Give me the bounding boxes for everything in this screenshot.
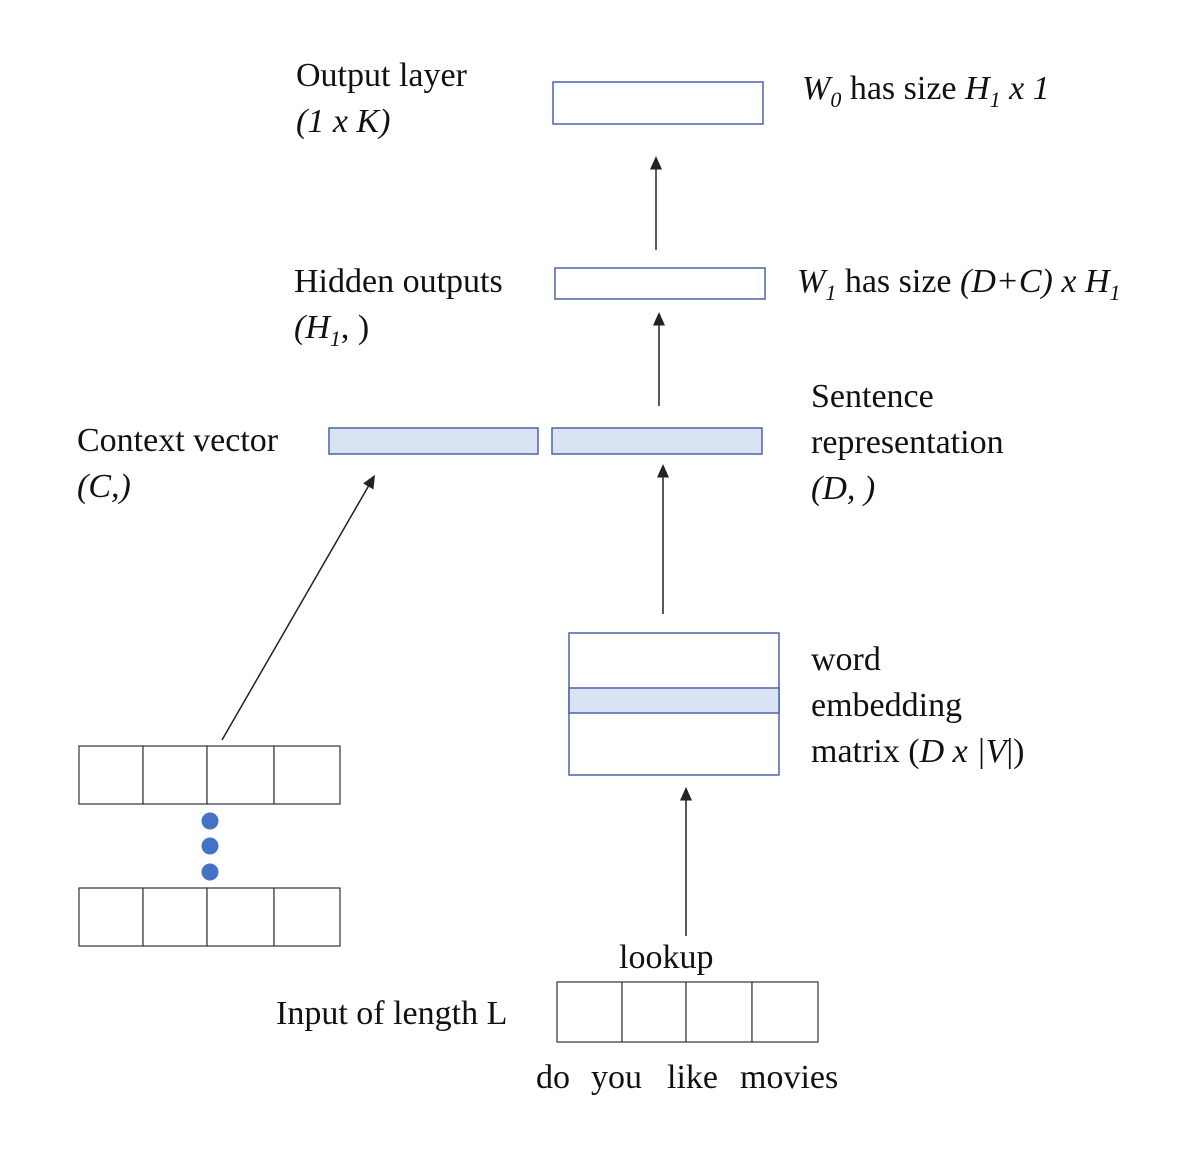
context-vector-shape: (C,) bbox=[77, 468, 131, 505]
ellipsis-dot bbox=[201, 837, 219, 855]
embed-line-1: word bbox=[811, 641, 881, 678]
context-grid-cell bbox=[273, 887, 341, 947]
embed-line-3-pre: matrix ( bbox=[811, 733, 920, 770]
embed-line-3-italic: D x |V bbox=[919, 733, 1007, 770]
w0-subscript: 0 bbox=[830, 87, 842, 112]
ellipsis-dot bbox=[201, 812, 219, 830]
arrow-context-grid-to-vector bbox=[221, 474, 375, 741]
context-grid-cell bbox=[206, 745, 275, 805]
context-grid-cell bbox=[273, 745, 341, 805]
context-grid-cell bbox=[78, 887, 144, 947]
embed-line-2: embedding bbox=[811, 687, 963, 724]
w0-has-size: has size bbox=[841, 70, 966, 107]
context-grid-cell bbox=[206, 887, 275, 947]
hidden-shape-sub: 1 bbox=[329, 326, 341, 351]
input-word-you: you bbox=[591, 1059, 642, 1096]
sentence-representation-label: Sentence representation (D, ) bbox=[811, 374, 1004, 512]
lookup-label: lookup bbox=[619, 939, 714, 976]
input-word-do: do bbox=[536, 1059, 570, 1096]
input-token-cell bbox=[685, 981, 753, 1043]
sentence-shape: (D, ) bbox=[811, 470, 876, 507]
w0-symbol: W bbox=[802, 70, 831, 107]
input-word-movies: movies bbox=[740, 1059, 839, 1096]
context-vector-bar bbox=[328, 427, 539, 455]
sentence-line-1: Sentence bbox=[811, 378, 934, 415]
w0-h-symbol: H bbox=[965, 70, 990, 107]
input-length-label: Input of length L bbox=[276, 995, 508, 1032]
context-input-row-bottom bbox=[78, 887, 341, 947]
context-grid-cell bbox=[78, 745, 144, 805]
word-embedding-label: word embedding matrix (D x |V|) bbox=[811, 637, 1024, 775]
hidden-outputs-title: Hidden outputs bbox=[294, 263, 503, 300]
ellipsis-dot bbox=[201, 863, 219, 881]
output-layer-shape: (1 x K) bbox=[296, 99, 467, 145]
sentence-line-2: representation bbox=[811, 424, 1004, 461]
input-token-cell bbox=[556, 981, 623, 1043]
output-layer-shape-text: (1 x K) bbox=[296, 103, 391, 140]
w1-symbol: W bbox=[797, 263, 826, 300]
hidden-outputs-box bbox=[554, 267, 766, 300]
input-token-row bbox=[556, 981, 819, 1043]
w0-h-subscript: 1 bbox=[989, 87, 1001, 112]
w1-subscript: 1 bbox=[825, 280, 837, 305]
hidden-outputs-shape: (H1, ) bbox=[294, 305, 503, 354]
context-vector-label: Context vector (C,) bbox=[77, 418, 278, 510]
w0-size-label: W0 has size H1 x 1 bbox=[802, 66, 1050, 115]
embedding-matrix-highlight-row bbox=[568, 687, 780, 714]
embedding-matrix bbox=[568, 632, 780, 776]
output-layer-box bbox=[552, 81, 764, 125]
input-token-cell bbox=[621, 981, 687, 1043]
w1-size-label: W1 has size (D+C) x H1 bbox=[797, 259, 1121, 308]
w1-has-size: has size bbox=[836, 263, 961, 300]
context-grid-cell bbox=[142, 745, 208, 805]
w1-x: x bbox=[1052, 263, 1085, 300]
hidden-outputs-label: Hidden outputs (H1, ) bbox=[294, 259, 503, 354]
output-layer-label: Output layer (1 x K) bbox=[296, 53, 467, 145]
w1-h-symbol: H bbox=[1084, 263, 1110, 300]
hidden-shape-open: (H bbox=[294, 309, 330, 346]
input-token-cell bbox=[751, 981, 819, 1043]
sentence-representation-bar bbox=[551, 427, 763, 455]
input-word-like: like bbox=[667, 1059, 718, 1096]
vertical-ellipsis bbox=[201, 812, 219, 881]
w0-tail: x 1 bbox=[1000, 70, 1050, 107]
w1-h-subscript: 1 bbox=[1109, 280, 1121, 305]
embed-line-3-post: |) bbox=[1006, 733, 1025, 770]
context-input-row-top bbox=[78, 745, 341, 805]
embed-line-3: matrix (D x |V|) bbox=[811, 729, 1024, 775]
hidden-shape-close: , ) bbox=[340, 309, 370, 346]
output-layer-title: Output layer bbox=[296, 57, 467, 94]
context-vector-title: Context vector bbox=[77, 422, 279, 459]
context-grid-cell bbox=[142, 887, 208, 947]
w1-dc: (D+C) bbox=[960, 263, 1053, 300]
